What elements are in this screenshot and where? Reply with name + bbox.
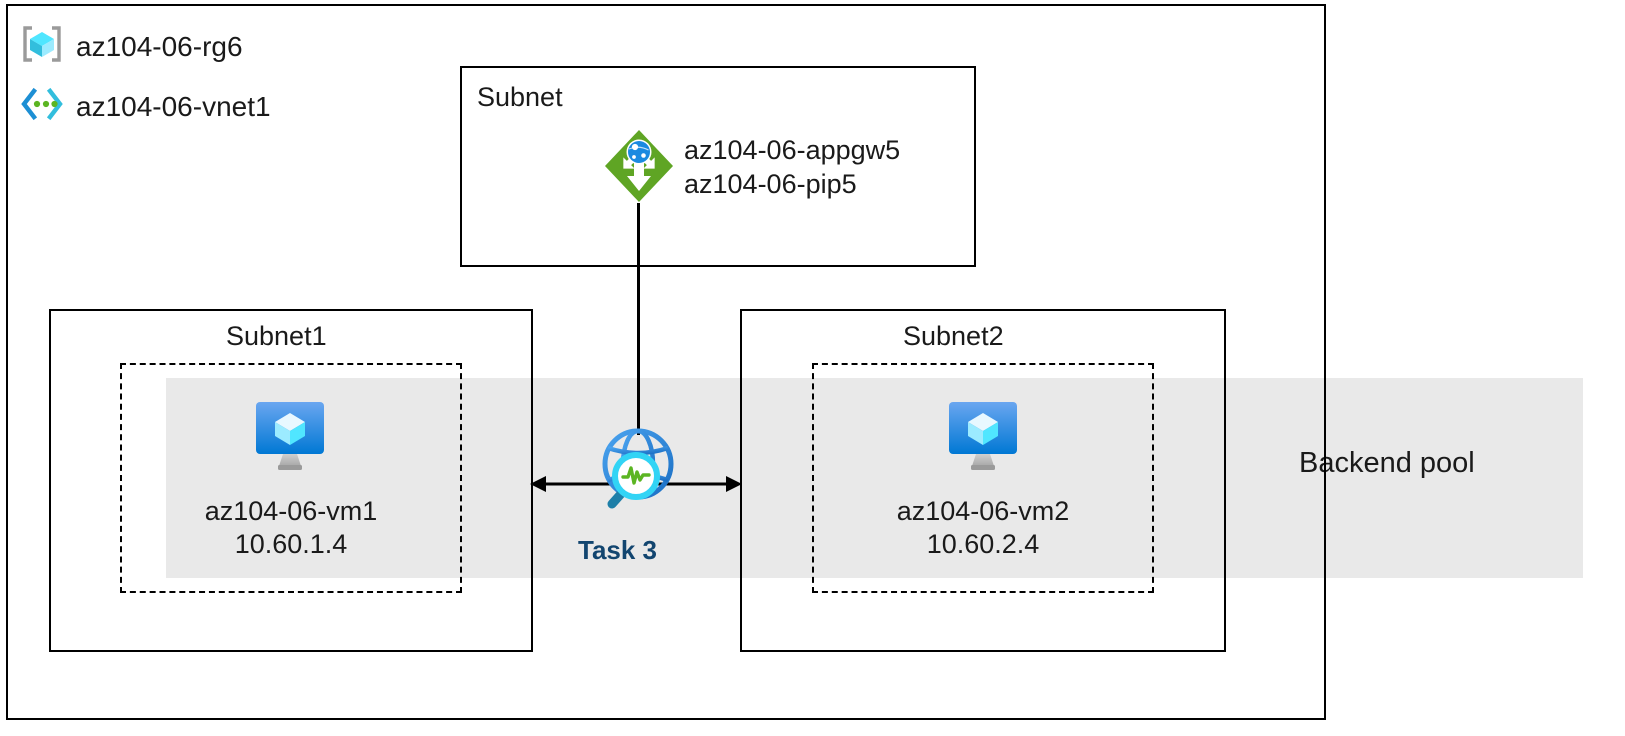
- virtual-network-icon: [20, 84, 64, 129]
- resource-group-box: [6, 4, 1326, 720]
- legend-resource-group: az104-06-rg6: [20, 22, 243, 71]
- subnet1-box: [49, 309, 533, 652]
- legend-resource-group-label: az104-06-rg6: [76, 30, 243, 62]
- subnet1-vm-name: az104-06-vm1: [204, 496, 378, 526]
- gateway-labels: az104-06-appgw5 az104-06-pip5: [684, 134, 900, 202]
- resource-group-icon: [20, 22, 64, 71]
- gateway-name-label: az104-06-appgw5: [684, 135, 901, 165]
- subnet2-vm-group: [812, 363, 1154, 593]
- backend-pool-label: Backend pool: [1299, 447, 1475, 479]
- subnet2-title: Subnet2: [903, 321, 1004, 351]
- network-watcher-icon: [576, 420, 688, 537]
- gateway-subnet-box: [460, 66, 976, 267]
- gateway-pip-label: az104-06-pip5: [684, 168, 857, 199]
- subnet1-vm-group: [120, 363, 462, 593]
- subnet2-vm-name: az104-06-vm2: [896, 496, 1070, 526]
- subnet2-box: [740, 309, 1226, 652]
- subnet2-vm-ip: 10.60.2.4: [926, 528, 1040, 559]
- virtual-machine-icon: [941, 398, 1025, 479]
- legend-virtual-network: az104-06-vnet1: [20, 84, 271, 129]
- task-label: Task 3: [578, 535, 658, 565]
- gateway-subnet-title: Subnet: [477, 82, 563, 112]
- subnet1-vm-label: az104-06-vm1 10.60.1.4: [120, 495, 462, 561]
- subnet2-vm-label: az104-06-vm2 10.60.2.4: [812, 495, 1154, 561]
- legend-virtual-network-label: az104-06-vnet1: [76, 90, 271, 122]
- subnet1-vm-ip: 10.60.1.4: [234, 528, 348, 559]
- subnet1-title: Subnet1: [226, 321, 327, 351]
- gateway-to-watcher-connector: [637, 203, 640, 435]
- application-gateway-icon: [602, 126, 676, 211]
- backend-pool-band: [166, 378, 1583, 578]
- virtual-machine-icon: [248, 398, 332, 479]
